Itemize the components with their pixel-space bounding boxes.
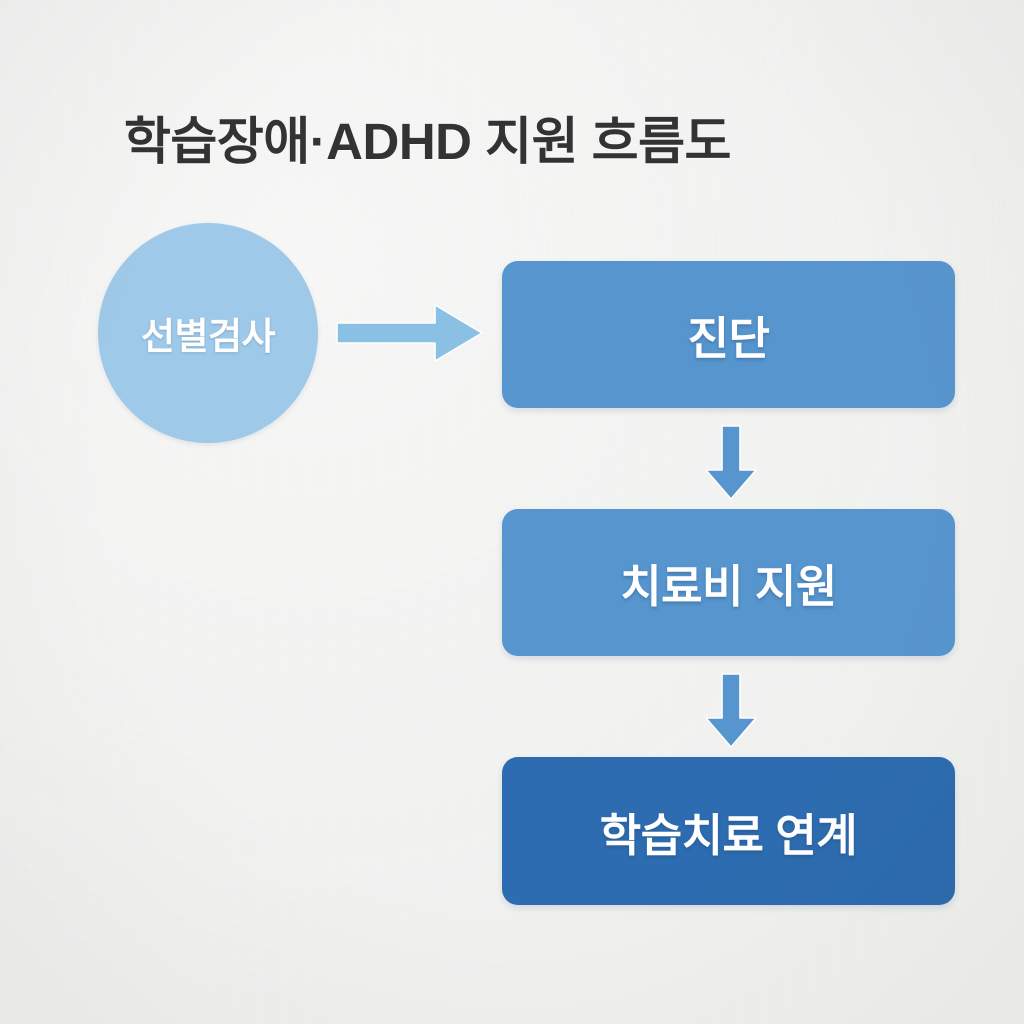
arrow-down-icon-diagnosis-to-cost <box>705 425 757 500</box>
page-title: 학습장애·ADHD 지원 흐름도 <box>124 113 731 170</box>
flow-node-diagnosis[interactable]: 진단 <box>502 261 955 408</box>
flow-node-learning-therapy-label: 학습치료 연계 <box>599 809 858 861</box>
flow-node-treatment-cost[interactable]: 치료비 지원 <box>502 509 955 656</box>
arrow-right-icon-screening-to-diagnosis <box>336 304 483 362</box>
arrow-down-icon-cost-to-therapy <box>705 673 757 748</box>
flow-node-diagnosis-label: 진단 <box>687 313 770 364</box>
flow-node-screening-label: 선별검사 <box>140 316 276 357</box>
flow-node-screening[interactable]: 선별검사 <box>98 223 318 443</box>
flow-node-treatment-cost-label: 치료비 지원 <box>620 561 837 612</box>
flow-node-learning-therapy[interactable]: 학습치료 연계 <box>502 757 955 905</box>
